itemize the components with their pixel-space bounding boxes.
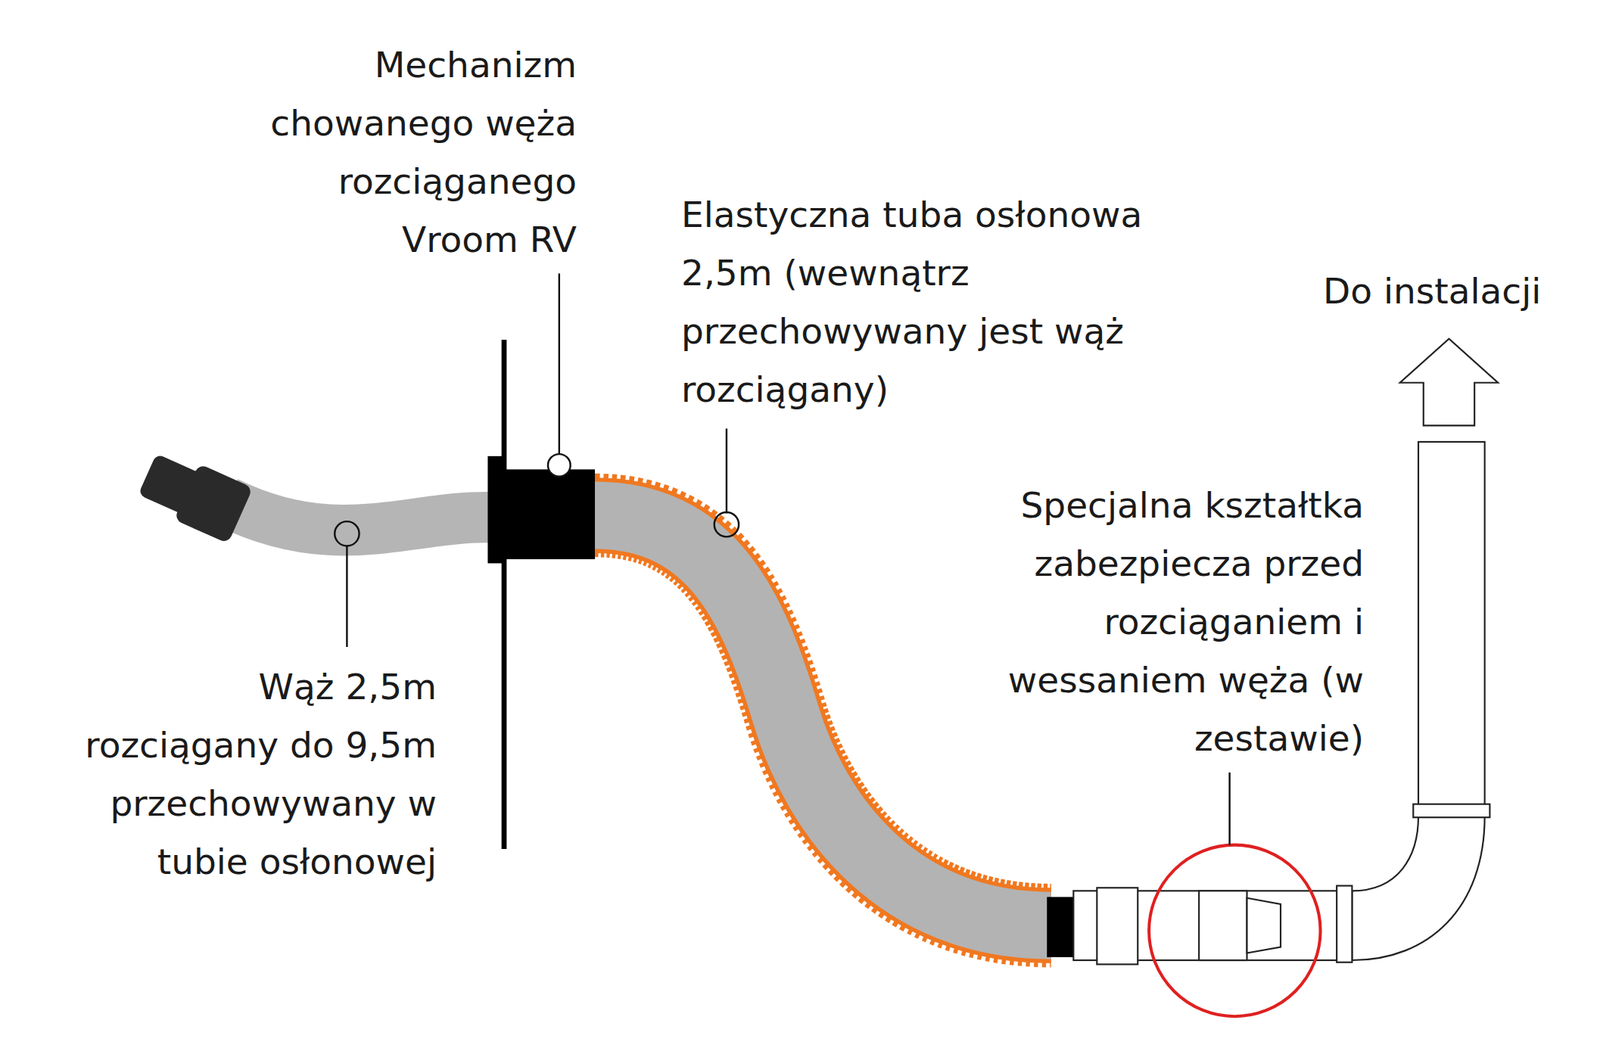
callout-label: Do instalacji: [1322, 261, 1545, 321]
wall-line: [501, 339, 508, 850]
hose-nozzle: [134, 446, 253, 545]
pipe: [1073, 339, 1498, 965]
fitting-highlight: [1148, 845, 1321, 1018]
stretch-hose: [226, 502, 492, 531]
callout-label: Mechanizm chowanego węża rozciąganego Vr…: [221, 35, 577, 269]
callout-label: Elastyczna tuba osłonowa 2,5m (wewnątrz …: [681, 185, 1227, 419]
mechanism-body: [504, 469, 595, 560]
sheath-dashed-edge: [594, 515, 1052, 926]
mechanism-flange: [487, 456, 506, 564]
callout-label: Wąż 2,5m rozciągany do 9,5m przechowywan…: [58, 657, 437, 891]
tube-end-cap: [1046, 896, 1074, 958]
callout-label: Specjalna kształtka zabezpiecza przed ro…: [985, 476, 1364, 768]
sheath-tube: [594, 515, 1052, 926]
sheath-edge: [594, 515, 1052, 926]
